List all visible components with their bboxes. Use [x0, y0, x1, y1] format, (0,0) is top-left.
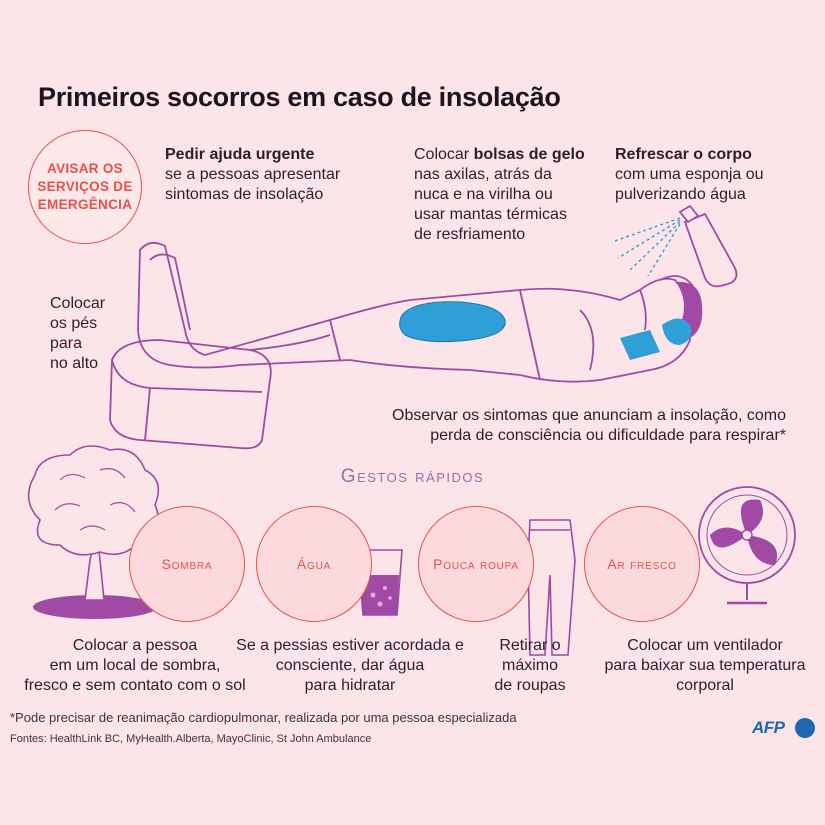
quick-gestures-title: Gestos rápidos [340, 466, 485, 487]
cool-heading: Refrescar o corpo [615, 146, 752, 163]
observe-instruction: Observar os sintomas que anunciam a inso… [360, 406, 786, 446]
ice-pack-icon [620, 330, 660, 360]
ice-prefix: Colocar [414, 146, 474, 163]
caption-line: máximo [501, 657, 558, 674]
caption-line: corporal [676, 677, 734, 694]
gesture-water-label: Água [296, 555, 332, 572]
caption-line: Se a pessias estiver acordada e [236, 637, 464, 654]
gesture-clothes-caption: Retirar o máximo de roupas [478, 636, 582, 696]
fan-icon [698, 486, 796, 605]
gesture-air-caption: Colocar um ventilador para baixar sua te… [590, 636, 820, 696]
trousers-icon [527, 519, 576, 656]
help-instruction: Pedir ajuda urgente se a pessoas apresen… [165, 145, 340, 205]
help-heading: Pedir ajuda urgente [165, 146, 315, 163]
emergency-alert-text: Avisar os serviços de emergência [37, 161, 133, 212]
ice-heading: bolsas de gelo [473, 146, 585, 163]
feet-line2: os pés [50, 315, 98, 332]
spray-bottle-icon [678, 204, 738, 288]
cool-line2: pulverizando água [615, 186, 746, 203]
feet-instruction: Colocar os pés para no alto [50, 294, 105, 374]
feet-line1: Colocar [50, 295, 106, 312]
caption-line: Colocar um ventilador [627, 637, 783, 654]
observe-line1: Observar os sintomas que anunciam a inso… [392, 407, 786, 424]
caption-line: Retirar o [499, 637, 561, 654]
caption-line: consciente, dar água [275, 657, 425, 674]
tree-icon [27, 445, 160, 619]
caption-line: para baixar sua temperatura [604, 657, 806, 674]
feet-line3: para [50, 335, 83, 352]
ice-pack-icon [399, 301, 506, 343]
observe-line2: perda de consciência ou dificuldade para… [430, 427, 786, 444]
emergency-alert-badge: Avisar os serviços de emergência [28, 130, 142, 244]
gesture-clothes-badge: Pouca roupa [418, 506, 534, 622]
caption-line: Colocar a pessoa [72, 637, 198, 654]
ice-pack-icon [662, 318, 692, 345]
hair-icon [676, 281, 703, 338]
ice-line1: nas axilas, atrás da [414, 166, 552, 183]
caption-line: em um local de sombra, [49, 657, 221, 674]
cool-line1: com uma esponja ou [615, 166, 764, 183]
ice-line2: nuca e na virilha ou [414, 186, 553, 203]
caption-line: de roupas [494, 677, 566, 694]
gesture-water-badge: Água [256, 506, 372, 622]
footnote: *Pode precisar de reanimação cardiopulmo… [10, 710, 517, 725]
page-title: Primeiros socorros em caso de insolação [38, 82, 561, 112]
gesture-shade-caption: Colocar a pessoa em um local de sombra, … [0, 636, 270, 696]
afp-logo-dot-icon [795, 718, 815, 738]
caption-line: para hidratar [304, 677, 396, 694]
feet-line4: no alto [50, 355, 99, 372]
cool-instruction: Refrescar o corpo com uma esponja ou pul… [615, 145, 764, 205]
afp-logo: AFP [752, 718, 785, 737]
water-spray-icon [611, 217, 681, 277]
ice-line3: usar mantas térmicas [414, 206, 567, 223]
ice-line4: de resfriamento [414, 226, 526, 243]
gesture-shade-label: Sombra [161, 555, 213, 572]
caption-line: fresco e sem contato com o sol [24, 677, 246, 694]
gesture-air-label: Ar fresco [607, 555, 677, 572]
gesture-clothes-label: Pouca roupa [433, 555, 519, 572]
help-line2: sintomas de insolação [165, 186, 324, 203]
pillow-icon [109, 339, 272, 450]
gesture-air-badge: Ar fresco [584, 506, 700, 622]
gesture-water-caption: Se a pessias estiver acordada e conscien… [230, 636, 470, 696]
ice-instruction: Colocar bolsas de gelo nas axilas, atrás… [414, 145, 585, 245]
sources: Fontes: HealthLink BC, MyHealth.Alberta,… [10, 733, 372, 745]
help-line1: se a pessoas apresentar [165, 166, 341, 183]
gesture-shade-badge: Sombra [129, 506, 245, 622]
